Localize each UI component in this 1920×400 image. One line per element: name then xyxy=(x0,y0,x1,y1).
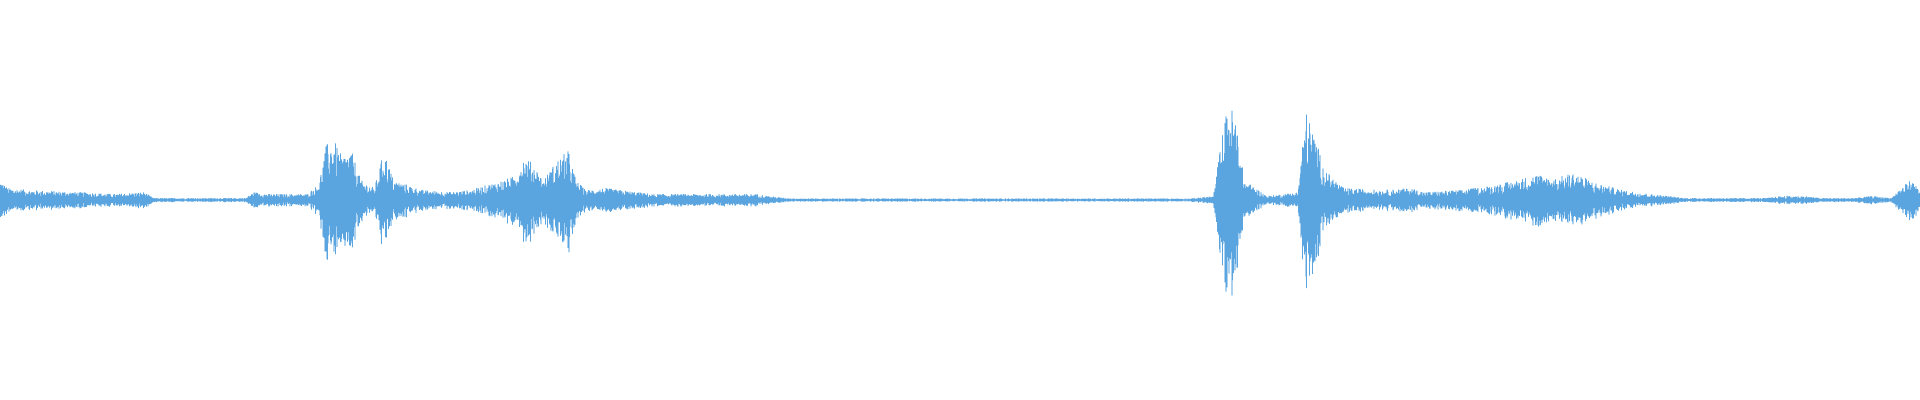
waveform-signal xyxy=(0,110,1920,296)
